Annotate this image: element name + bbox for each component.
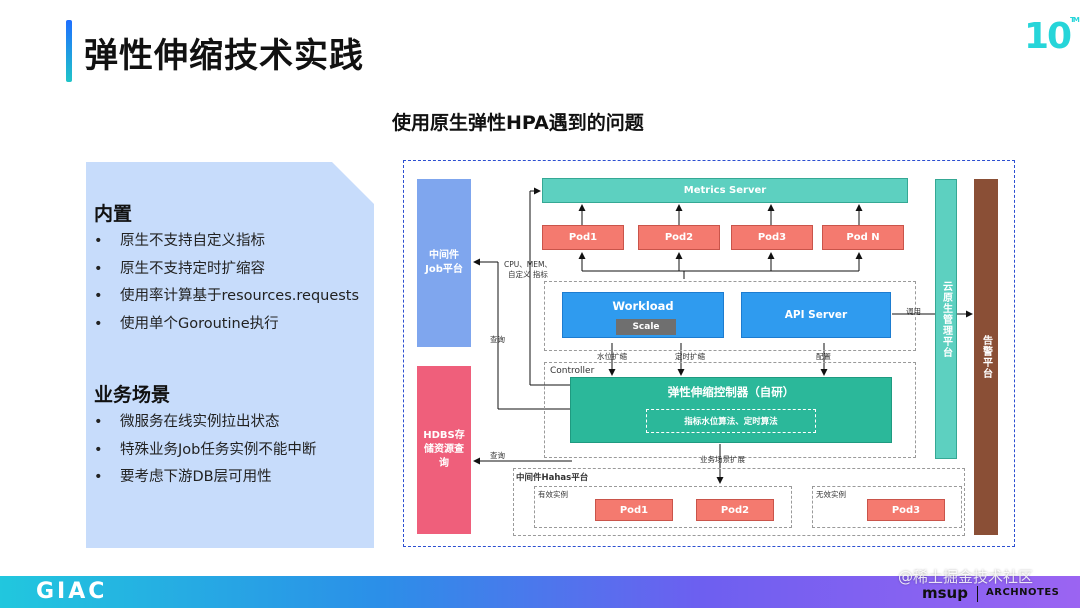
list-item: •原生不支持定时扩缩容: [94, 260, 265, 277]
algorithm-box: 指标水位算法、定时算法: [646, 409, 816, 433]
section-title-builtin: 内置: [94, 203, 133, 225]
query-label-job: 查询: [490, 335, 505, 344]
pod-bottom-1: Pod1: [595, 499, 673, 521]
slide-subtitle: 使用原生弹性HPA遇到的问题: [392, 112, 644, 134]
left-panel-background: [86, 162, 374, 548]
list-item: •使用单个Goroutine执行: [94, 315, 279, 332]
hahas-platform-title: 中间件Hahas平台: [516, 473, 589, 483]
diagram-connectors: [473, 187, 973, 484]
archnotes-logo: ARCHNOTES: [986, 587, 1060, 598]
logo-tm: TM: [1070, 16, 1080, 24]
cloud-native-platform: 云原生管理平台: [935, 179, 957, 459]
footer-bar: [0, 576, 1080, 608]
query-label-hdbs: 查询: [490, 451, 505, 460]
middleware-job-platform: 中间件Job平台: [417, 179, 471, 347]
hdbs-storage-query: HDBS存储资源查询: [417, 366, 471, 534]
section-title-business: 业务场景: [94, 384, 171, 406]
api-server-box: API Server: [741, 292, 891, 338]
hahas-platform-group: [513, 468, 965, 536]
business-list: •微服务在线实例拉出状态 •特殊业务Job任务实例不能中断 •要考虑下游DB层可…: [94, 409, 316, 492]
builtin-list: •原生不支持自定义指标 •原生不支持定时扩缩容 •使用率计算基于resource…: [94, 228, 359, 338]
conference-logo: 10TM: [1024, 16, 1080, 57]
call-label: 调用: [906, 307, 921, 316]
custom-metric-label: 自定义 指标: [508, 270, 548, 279]
list-item: •微服务在线实例拉出状态: [94, 414, 280, 430]
msup-logo: msup: [922, 584, 968, 602]
controller-label: Controller: [550, 366, 595, 376]
pod-bottom-3: Pod3: [867, 499, 945, 521]
business-scenario-label: 业务场景扩展: [700, 455, 745, 464]
metrics-server: Metrics Server: [542, 178, 908, 203]
config-label: 配置: [816, 352, 831, 361]
footer-divider: [977, 586, 978, 602]
page-title: 弹性伸缩技术实践: [84, 36, 364, 76]
controller-group: [544, 362, 916, 458]
valid-instances-label: 有效实例: [538, 490, 568, 499]
pod-bottom-2: Pod2: [696, 499, 774, 521]
list-item: •特殊业务Job任务实例不能中断: [94, 441, 317, 458]
invalid-instances-group: [812, 486, 962, 528]
pod-top-1: Pod1: [542, 225, 624, 250]
valid-instances-group: [534, 486, 792, 528]
waterline-scaling-label: 水位扩缩: [597, 352, 627, 361]
list-item: •原生不支持自定义指标: [94, 233, 265, 249]
pod-top-2: Pod2: [638, 225, 720, 250]
alarm-platform: 告警平台: [974, 179, 998, 535]
giac-logo: GIAC: [36, 579, 108, 604]
title-accent-bar: [66, 20, 72, 82]
watermark: @稀土掘金技术社区: [898, 568, 1034, 586]
architecture-diagram: 中间件Job平台 HDBS存储资源查询 Metrics Server Pod1 …: [403, 160, 1015, 547]
invalid-instances-label: 无效实例: [816, 490, 846, 499]
pod-top-3: Pod3: [731, 225, 813, 250]
logo-text: 10: [1024, 16, 1072, 57]
list-item: •要考虑下游DB层可用性: [94, 469, 272, 486]
list-item: •使用率计算基于resources.requests: [94, 288, 360, 305]
cpu-mem-label: CPU、MEM、: [504, 260, 552, 269]
scale-box: Scale: [616, 319, 676, 335]
pod-top-n: Pod N: [822, 225, 904, 250]
k8s-core-group: [544, 281, 916, 351]
timed-scaling-label: 定时扩缩: [675, 352, 705, 361]
